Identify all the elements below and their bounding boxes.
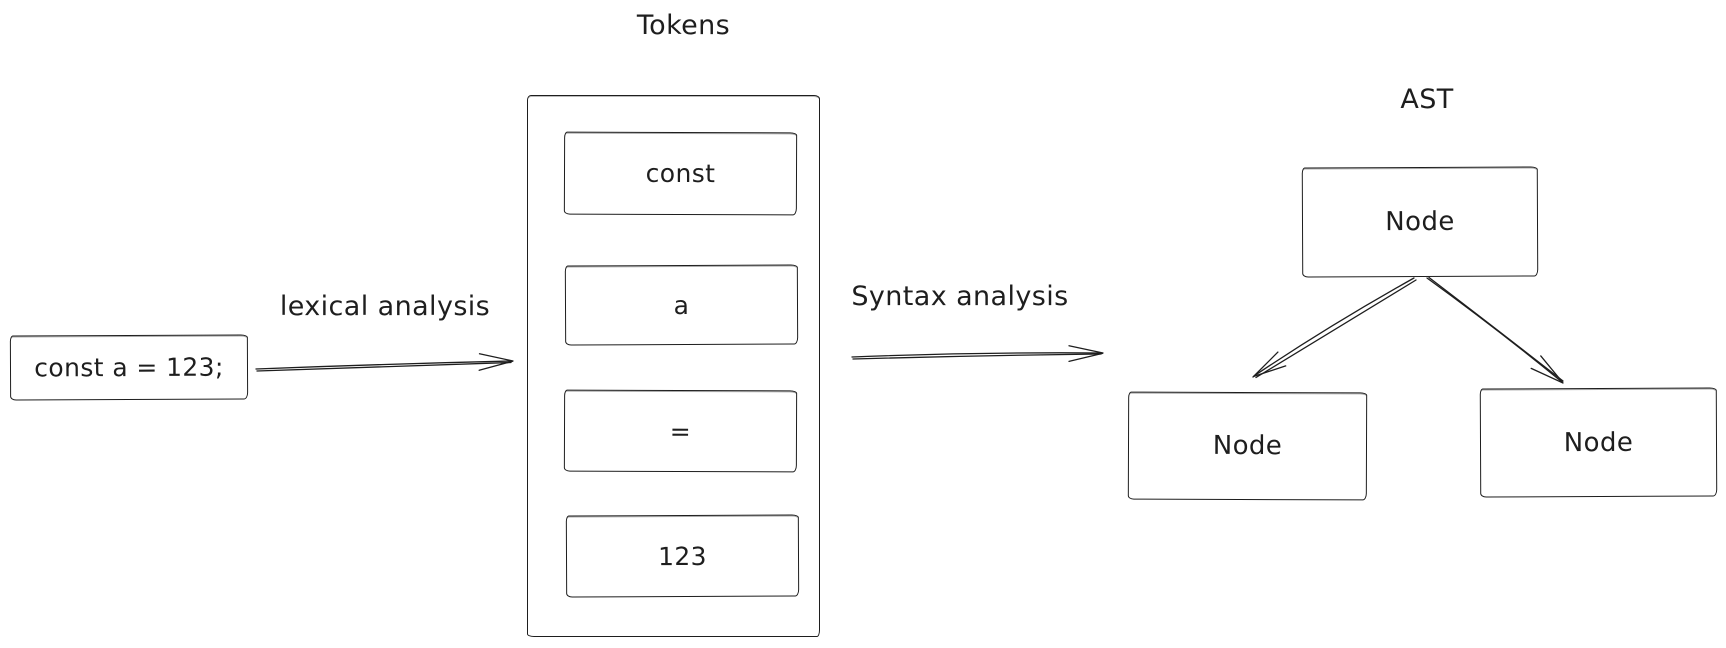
- tokens-title: Tokens: [636, 10, 731, 41]
- token-label: 123: [657, 541, 708, 571]
- lexical-analysis-label: lexical analysis: [279, 291, 491, 322]
- source-code-text: const a = 123;: [34, 352, 224, 383]
- ast-left-edge-arrow: [1252, 277, 1417, 379]
- ast-right-edge-arrow: [1426, 276, 1564, 384]
- node-label: Node: [1212, 430, 1283, 462]
- syntax-analysis-arrow: [851, 345, 1104, 363]
- ast-title: AST: [1400, 84, 1454, 115]
- token-box-123: 123: [565, 514, 800, 598]
- syntax-analysis-label: Syntax analysis: [851, 281, 1069, 312]
- token-box-const: const: [563, 131, 798, 216]
- node-label: Node: [1385, 206, 1455, 238]
- ast-child-node-right: Node: [1479, 387, 1718, 498]
- arrowhead-icon: [1068, 345, 1104, 363]
- token-label: =: [669, 416, 692, 446]
- arrowhead-icon: [478, 353, 514, 371]
- node-label: Node: [1563, 427, 1634, 458]
- token-label: a: [673, 290, 690, 320]
- ast-child-node-left: Node: [1127, 391, 1368, 501]
- arrowhead-icon: [1530, 355, 1564, 384]
- tokens-container: const a = 123: [527, 95, 820, 637]
- token-box-a: a: [564, 264, 799, 346]
- lexical-analysis-arrow: [255, 353, 514, 372]
- arrowhead-icon: [1252, 351, 1287, 378]
- ast-root-node: Node: [1301, 166, 1539, 278]
- token-box-equals: =: [563, 389, 798, 473]
- token-label: const: [645, 158, 716, 189]
- source-code-box: const a = 123;: [9, 334, 249, 401]
